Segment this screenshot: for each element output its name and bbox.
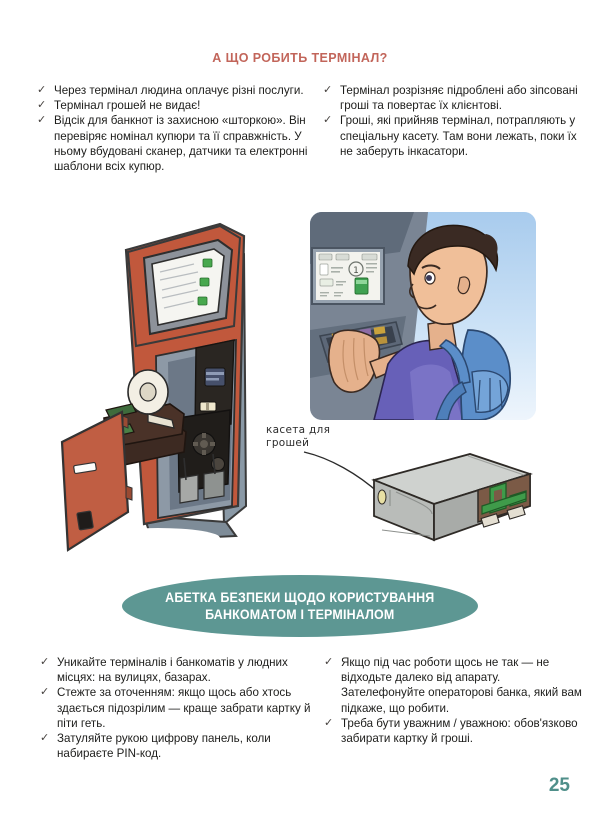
list-item: ✓ Затуляйте рукою цифрову панель, коли н… — [40, 731, 312, 761]
list-item: ✓ Термінал грошей не видає! — [37, 98, 310, 113]
bullet-list: ✓ Через термінал людина оплачує різні по… — [37, 83, 310, 174]
check-icon: ✓ — [324, 656, 334, 668]
svg-text:1: 1 — [353, 266, 359, 276]
check-icon: ✓ — [37, 84, 47, 96]
list-item: ✓ Термінал розрізняє підроблені або зіпс… — [323, 83, 588, 113]
man-using-terminal-photo: 1 — [310, 212, 536, 420]
list-item: ✓ Уникайте терміналів і банкоматів у люд… — [40, 655, 312, 685]
caption-line-2: грошей — [266, 437, 310, 449]
money-cassette-illustration — [360, 444, 540, 549]
list-item-text: Термінал розрізняє підроблені або зіпсов… — [340, 84, 578, 113]
cassette-svg — [371, 453, 533, 542]
check-icon: ✓ — [40, 732, 50, 745]
list-item: ✓ Відсік для банкнот із захисною «шторко… — [37, 113, 310, 174]
check-icon: ✓ — [40, 656, 50, 668]
safety-tips-section: ✓ Уникайте терміналів і банкоматів у люд… — [0, 655, 600, 761]
kiosk-svg — [60, 222, 248, 552]
safety-tips-right-column: ✓ Якщо під час роботи щось не так — не в… — [324, 655, 586, 761]
list-item-text: Відсік для банкнот із захисною «шторкою»… — [54, 114, 308, 174]
page-title: А ЩО РОБИТЬ ТЕРМІНАЛ? — [212, 51, 388, 65]
list-item: ✓ Через термінал людина оплачує різні по… — [37, 83, 310, 98]
bullet-list: ✓ Якщо під час роботи щось не так — не в… — [324, 655, 586, 746]
safety-abc-banner: АБЕТКА БЕЗПЕКИ ЩОДО КОРИСТУВАННЯ БАНКОМА… — [122, 575, 478, 637]
man-photo-svg: 1 — [310, 212, 536, 420]
check-icon: ✓ — [37, 99, 47, 112]
list-item-text: Через термінал людина оплачує різні посл… — [54, 84, 304, 97]
bullet-list: ✓ Уникайте терміналів і банкоматів у люд… — [40, 655, 312, 761]
list-item-text: Гроші, які прийняв термінал, потрапляють… — [340, 114, 577, 158]
list-item: ✓ Стежте за оточенням: якщо щось або хто… — [40, 685, 312, 731]
check-icon: ✓ — [324, 716, 334, 729]
safety-tips-left-column: ✓ Уникайте терміналів і банкоматів у люд… — [40, 655, 312, 761]
list-item-text: Термінал грошей не видає! — [54, 99, 201, 113]
handwritten-caption: касета для грошей — [266, 424, 361, 450]
open-payment-terminal-kiosk-illustration — [48, 206, 278, 556]
list-item-text: Треба бути уважним / уважною: обов'язков… — [341, 716, 578, 746]
bullet-list: ✓ Термінал розрізняє підроблені або зіпс… — [323, 83, 588, 159]
illustration-area: 1 — [0, 196, 600, 566]
top-facts-section: ✓ Через термінал людина оплачує різні по… — [0, 83, 600, 174]
caption-line-1: касета для — [266, 424, 331, 436]
list-item: ✓ Гроші, які прийняв термінал, потрапляю… — [323, 113, 588, 159]
list-item-text: Стежте за оточенням: якщо щось або хтось… — [57, 686, 311, 730]
banner-line-1: АБЕТКА БЕЗПЕКИ ЩОДО КОРИСТУВАННЯ — [165, 590, 435, 605]
top-facts-left-column: ✓ Через термінал людина оплачує різні по… — [37, 83, 310, 174]
banner-line-2: БАНКОМАТОМ І ТЕРМІНАЛОМ — [205, 607, 395, 622]
list-item-text: Якщо під час роботи щось не так — не від… — [341, 656, 582, 715]
list-item-text: Затуляйте рукою цифрову панель, коли наб… — [57, 732, 271, 761]
list-item: ✓ Треба бути уважним / уважною: обов'язк… — [324, 716, 586, 746]
list-item: ✓ Якщо під час роботи щось не так — не в… — [324, 655, 586, 716]
check-icon: ✓ — [323, 114, 333, 127]
top-facts-right-column: ✓ Термінал розрізняє підроблені або зіпс… — [323, 83, 588, 174]
check-icon: ✓ — [40, 686, 50, 699]
page-number: 25 — [548, 775, 570, 796]
list-item-text: Уникайте терміналів і банкоматів у людни… — [57, 656, 288, 685]
check-icon: ✓ — [323, 84, 333, 96]
check-icon: ✓ — [37, 114, 47, 127]
